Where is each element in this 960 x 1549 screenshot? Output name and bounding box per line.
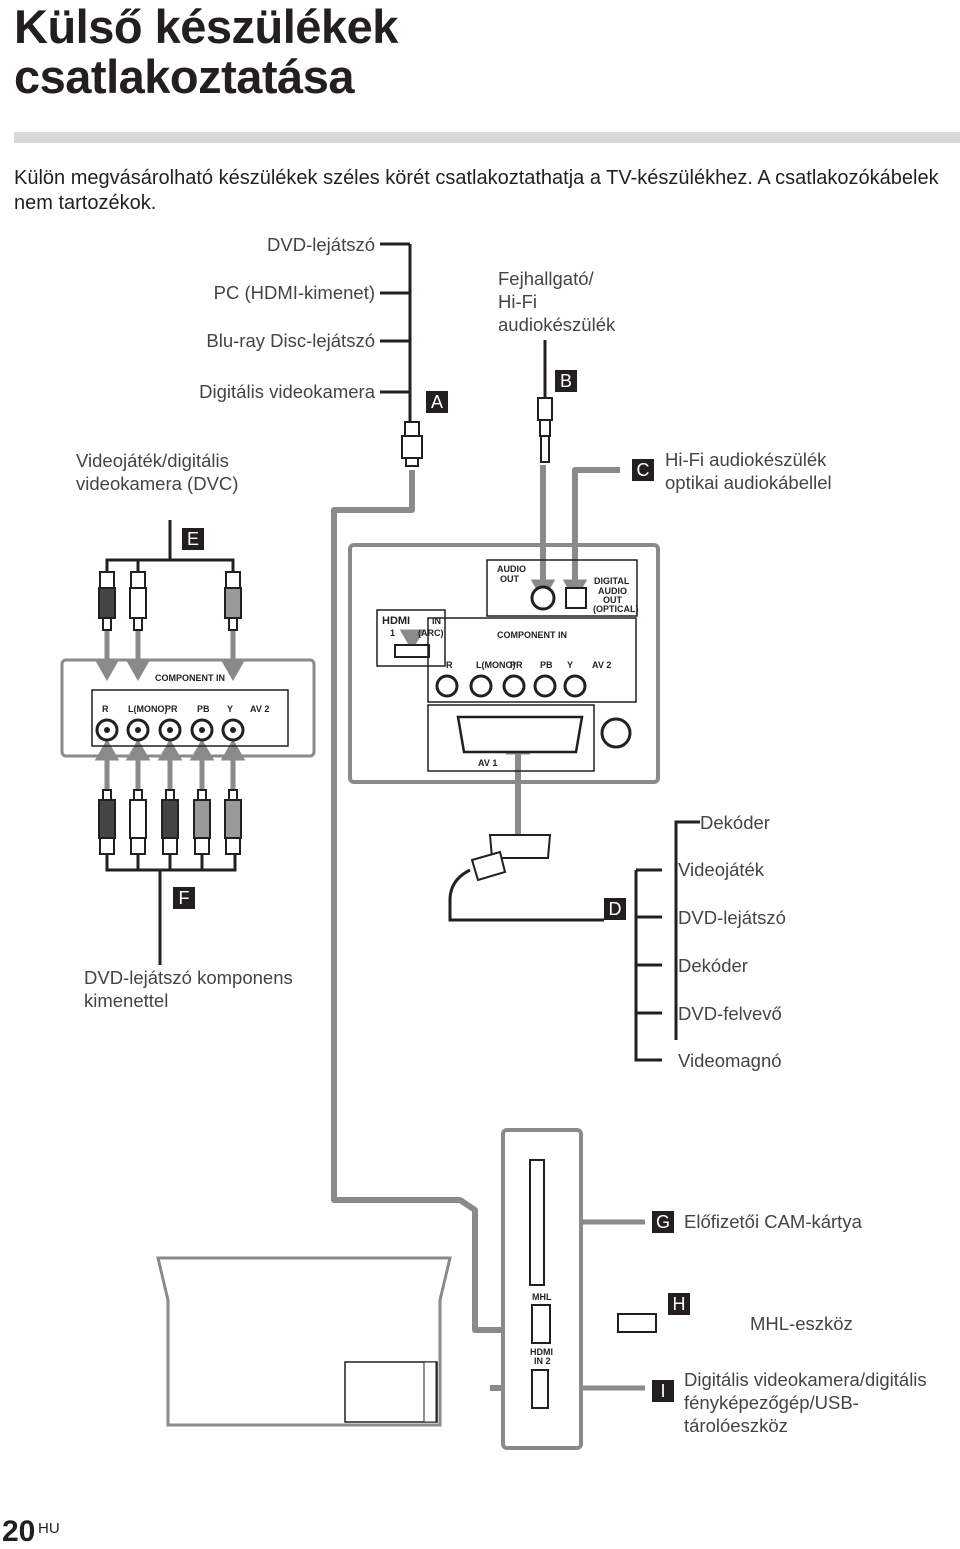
f-line-2: kimenettel bbox=[84, 990, 169, 1011]
pb-label: PB bbox=[540, 660, 553, 670]
mhl-label: MHL bbox=[532, 1292, 552, 1302]
d-device-vcr: Videomagnó bbox=[678, 1050, 782, 1071]
audio-out-label-2: OUT bbox=[500, 574, 520, 584]
page-number: 20 bbox=[2, 1515, 36, 1548]
badge-e: E bbox=[182, 528, 204, 550]
badge-h: H bbox=[668, 1293, 690, 1315]
c-line-2: optikai audiokábellel bbox=[665, 472, 832, 493]
badge-g: G bbox=[652, 1211, 674, 1233]
left-y-label: Y bbox=[227, 704, 233, 714]
y-label: Y bbox=[567, 660, 573, 670]
digital-label-4: (OPTICAL) bbox=[593, 604, 639, 614]
badge-i: I bbox=[652, 1380, 674, 1402]
left-pb-label: PB bbox=[197, 704, 210, 714]
digital-label-2: AUDIO bbox=[598, 586, 627, 596]
badge-b: B bbox=[555, 370, 577, 392]
audio-out-label-1: AUDIO bbox=[497, 564, 526, 574]
component-label: COMPONENT IN bbox=[497, 630, 567, 640]
badge-d: D bbox=[604, 898, 626, 920]
hdmi-logo: HDMI bbox=[382, 615, 410, 627]
left-r-label: R bbox=[102, 704, 109, 714]
page-language: HU bbox=[38, 1520, 60, 1537]
d-device-recorder: DVD-felvevő bbox=[678, 1003, 782, 1024]
digital-label-3: OUT bbox=[603, 595, 623, 605]
pr-label: PR bbox=[510, 660, 523, 670]
e-line-1: Videojáték/digitális bbox=[76, 450, 229, 471]
g-label: Előfizetői CAM-kártya bbox=[684, 1211, 862, 1232]
digital-label-1: DIGITAL bbox=[594, 576, 630, 586]
a-device-camera: Digitális videokamera bbox=[199, 381, 375, 402]
title-rule bbox=[14, 132, 960, 143]
intro-text: Külön megvásárolható készülékek széles k… bbox=[14, 167, 939, 214]
hdmi-in2-label-1: HDMI bbox=[530, 1347, 553, 1357]
e-line-2: videokamera (DVC) bbox=[76, 473, 239, 494]
r-label: R bbox=[446, 660, 453, 670]
av1-label: AV 1 bbox=[478, 758, 497, 768]
title-line-1: Külső készülékek bbox=[14, 0, 398, 53]
i-line-3: tárolóeszköz bbox=[684, 1415, 788, 1436]
hdmi-in2-label-2: IN 2 bbox=[534, 1356, 551, 1366]
left-pr-label: PR bbox=[165, 704, 178, 714]
left-l-label: L(MONO) bbox=[128, 704, 168, 714]
c-line-1: Hi-Fi audiokészülék bbox=[665, 449, 827, 470]
b-line-1: Fejhallgató/ bbox=[498, 268, 594, 289]
left-av2-label: AV 2 bbox=[250, 704, 269, 714]
badge-f: F bbox=[173, 887, 195, 909]
d-device-decoder-1: Dekóder bbox=[700, 812, 770, 833]
d-device-dvd: DVD-lejátszó bbox=[678, 907, 786, 928]
title-line-2: csatlakoztatása bbox=[14, 50, 354, 103]
a-device-dvd: DVD-lejátszó bbox=[267, 234, 375, 255]
i-line-2: fényképezőgép/USB- bbox=[684, 1392, 859, 1413]
f-line-1: DVD-lejátszó komponens bbox=[84, 967, 293, 988]
a-device-bluray: Blu-ray Disc-lejátszó bbox=[206, 330, 375, 351]
b-line-3: audiokészülék bbox=[498, 314, 616, 335]
hdmi-arc-label: (ARC) bbox=[418, 628, 444, 638]
l-label: L(MONO) bbox=[476, 660, 516, 670]
hdmi-num-label: 1 bbox=[390, 628, 395, 638]
h-label: MHL-eszköz bbox=[750, 1313, 853, 1334]
page-title: Külső készülékek csatlakoztatása bbox=[14, 2, 398, 102]
b-line-2: Hi-Fi bbox=[498, 291, 538, 312]
badge-a: A bbox=[426, 391, 448, 413]
a-device-pc: PC (HDMI-kimenet) bbox=[213, 282, 375, 303]
left-component-label: COMPONENT IN bbox=[155, 673, 225, 683]
d-device-decoder-2: Dekóder bbox=[678, 955, 748, 976]
badge-c: C bbox=[632, 459, 654, 481]
i-line-1: Digitális videokamera/digitális bbox=[684, 1369, 927, 1390]
d-device-game: Videojáték bbox=[678, 859, 765, 880]
av2-label: AV 2 bbox=[592, 660, 611, 670]
hdmi-in-label: IN bbox=[432, 616, 441, 626]
